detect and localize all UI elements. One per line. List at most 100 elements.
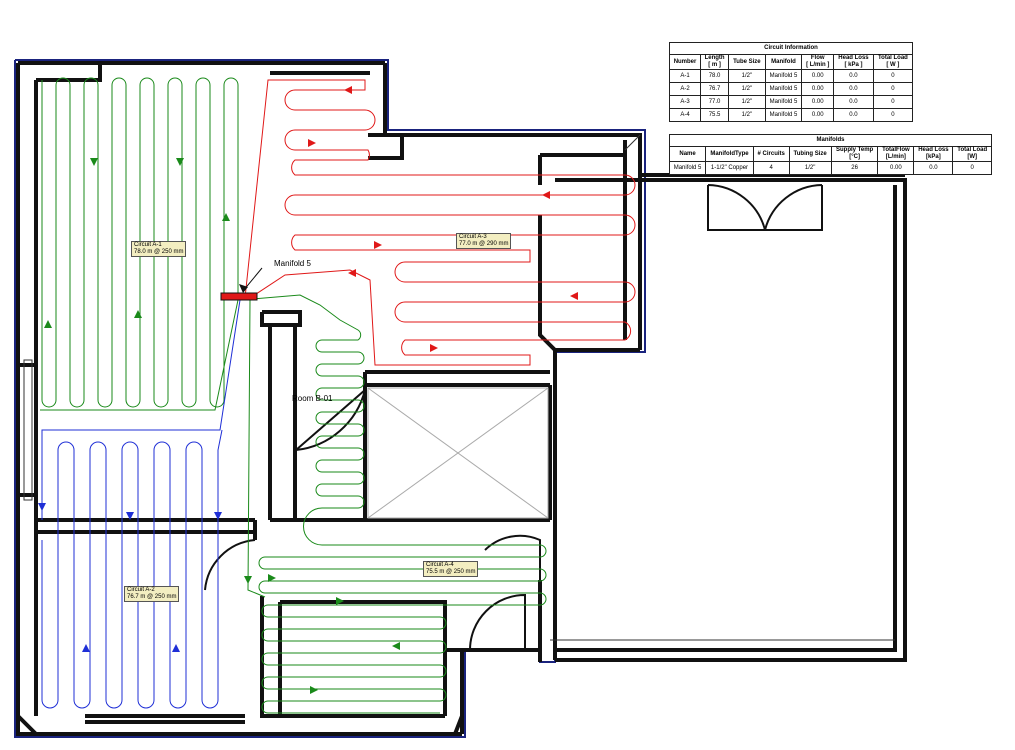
manifold-table-header-cell: TotalFlow[L/min] xyxy=(877,146,915,162)
circuit-table-cell: 0 xyxy=(872,95,914,109)
circuit-tag-spec: 75.5 m @ 250 mm xyxy=(426,569,476,575)
walls xyxy=(16,61,907,736)
arrow-a1-4 xyxy=(134,310,142,318)
circuit-table-header-cell: Flow[ L/min ] xyxy=(801,54,835,70)
circuit-table-cell: 75.5 xyxy=(700,108,730,122)
manifold-table-header-cell: # Circuits xyxy=(752,146,790,162)
circuit-table-cell: 0 xyxy=(872,82,914,96)
circuit-tag-spec: 77.0 m @ 290 mm xyxy=(459,241,509,247)
circuit-table-cell: 77.0 xyxy=(700,95,730,109)
circuit-tag-a2: Circuit A-2 76.7 m @ 250 mm xyxy=(124,586,180,602)
manifold-table-cell: 4 xyxy=(752,161,790,175)
circuit-table-header-cell: Length[ m ] xyxy=(700,54,730,70)
circuit-table-cell: 0.0 xyxy=(833,108,874,122)
manifold-symbol xyxy=(220,267,263,301)
manifold-table-cell: 0.00 xyxy=(877,161,915,175)
circuit-tag-name: Circuit A-2 xyxy=(127,587,155,593)
circuit-table-cell: 76.7 xyxy=(700,82,730,96)
manifold-table-header-cell: Name xyxy=(668,146,707,162)
circuit-tag-spec: 76.7 m @ 250 mm xyxy=(127,594,177,600)
arrow-a4-2 xyxy=(268,574,276,582)
circuit-a2-tubing xyxy=(41,299,241,709)
circuit-table-header-cell: Tube Size xyxy=(728,54,766,70)
arrow-a3-7 xyxy=(430,344,438,352)
manifold-table-cell: 1/2" xyxy=(788,161,832,175)
circuit-table-cell: 0 xyxy=(872,69,914,83)
circuit-a4-tubing xyxy=(239,294,547,714)
circuit-table-cell: 0.0 xyxy=(833,69,874,83)
circuit-tag-a3: Circuit A-3 77.0 m @ 290 mm xyxy=(456,233,512,249)
manifold-table-cell: 1-1/2" Copper xyxy=(705,161,754,175)
circuit-table-cell: 0.0 xyxy=(833,95,874,109)
room-label: Room B-01 xyxy=(292,394,333,403)
flow-arrows xyxy=(38,86,578,694)
arrow-a2-2 xyxy=(126,512,134,520)
circuit-table-cell: 1/2" xyxy=(728,95,766,109)
circuit-table-header-cell: Head Loss[ kPa ] xyxy=(833,54,874,70)
stair-void xyxy=(367,387,549,519)
circuit-table-cell: A-3 xyxy=(668,95,702,109)
manifold-label: Manifold 5 xyxy=(274,259,311,268)
circuit-table-cell: 0.0 xyxy=(833,82,874,96)
circuit-table-title: Circuit Information xyxy=(669,42,913,55)
circuit-tag-a1: Circuit A-1 78.0 m @ 250 mm xyxy=(131,241,187,257)
manifold-table-header-cell: Total Load[W] xyxy=(952,146,992,162)
manifold-table-header-cell: ManifoldType xyxy=(705,146,754,162)
circuit-table-cell: Manifold 5 xyxy=(764,108,803,122)
circuit-table-header-cell: Total Load[ W ] xyxy=(872,54,914,70)
circuit-table-cell: Manifold 5 xyxy=(764,82,803,96)
circuit-tag-spec: 78.0 m @ 250 mm xyxy=(134,249,184,255)
arrow-a4-3 xyxy=(336,597,344,605)
arrow-a4-1 xyxy=(244,576,252,584)
circuit-table-cell: A-4 xyxy=(668,108,702,122)
circuit-table-cell: A-2 xyxy=(668,82,702,96)
manifold-table-header-cell: Supply Temp[°C] xyxy=(830,146,879,162)
arrow-a1-3 xyxy=(222,213,230,221)
circuit-table-cell: A-1 xyxy=(668,69,702,83)
circuit-table-cell: 1/2" xyxy=(728,108,766,122)
arrow-a3-4 xyxy=(374,241,382,249)
manifold-table-cell: 26 xyxy=(830,161,879,175)
arrow-a3-6 xyxy=(570,292,578,300)
circuit-table-header-cell: Number xyxy=(668,54,702,70)
arrow-a1-5 xyxy=(44,320,52,328)
arrow-a3-1 xyxy=(344,86,352,94)
circuit-table-cell: 0.00 xyxy=(801,95,835,109)
manifold-table-header-cell: Head Loss[kPa] xyxy=(913,146,954,162)
manifold-table-header-cell: Tubing Size xyxy=(788,146,832,162)
circuit-table-cell: 1/2" xyxy=(728,69,766,83)
manifold-table-cell: 0 xyxy=(952,161,992,175)
thin-walls xyxy=(23,134,895,641)
arrow-a3-2 xyxy=(308,139,316,147)
circuit-table-cell: 1/2" xyxy=(728,82,766,96)
arrow-a4-5 xyxy=(310,686,318,694)
arrow-a3-5 xyxy=(348,269,356,277)
circuit-tag-name: Circuit A-4 xyxy=(426,562,454,568)
circuit-table-header-cell: Manifold xyxy=(764,54,803,70)
circuit-table-cell: 0.00 xyxy=(801,82,835,96)
circuit-tag-a4: Circuit A-4 75.5 m @ 250 mm xyxy=(423,561,479,577)
circuit-table-cell: Manifold 5 xyxy=(764,95,803,109)
manifold-table-cell: 0.0 xyxy=(913,161,954,175)
doors xyxy=(204,184,823,651)
circuit-tag-name: Circuit A-3 xyxy=(459,234,487,240)
manifold-table-title: Manifolds xyxy=(669,134,992,147)
circuit-a3-tubing xyxy=(244,79,636,366)
arrow-a1-1 xyxy=(90,158,98,166)
circuit-table-cell: 78.0 xyxy=(700,69,730,83)
circuit-table-cell: 0.00 xyxy=(801,69,835,83)
circuit-tag-name: Circuit A-1 xyxy=(134,242,162,248)
arrow-a2-1 xyxy=(38,503,46,511)
arrow-a2-3 xyxy=(214,512,222,520)
arrow-a2-4 xyxy=(82,644,90,652)
arrow-a4-4 xyxy=(392,642,400,650)
